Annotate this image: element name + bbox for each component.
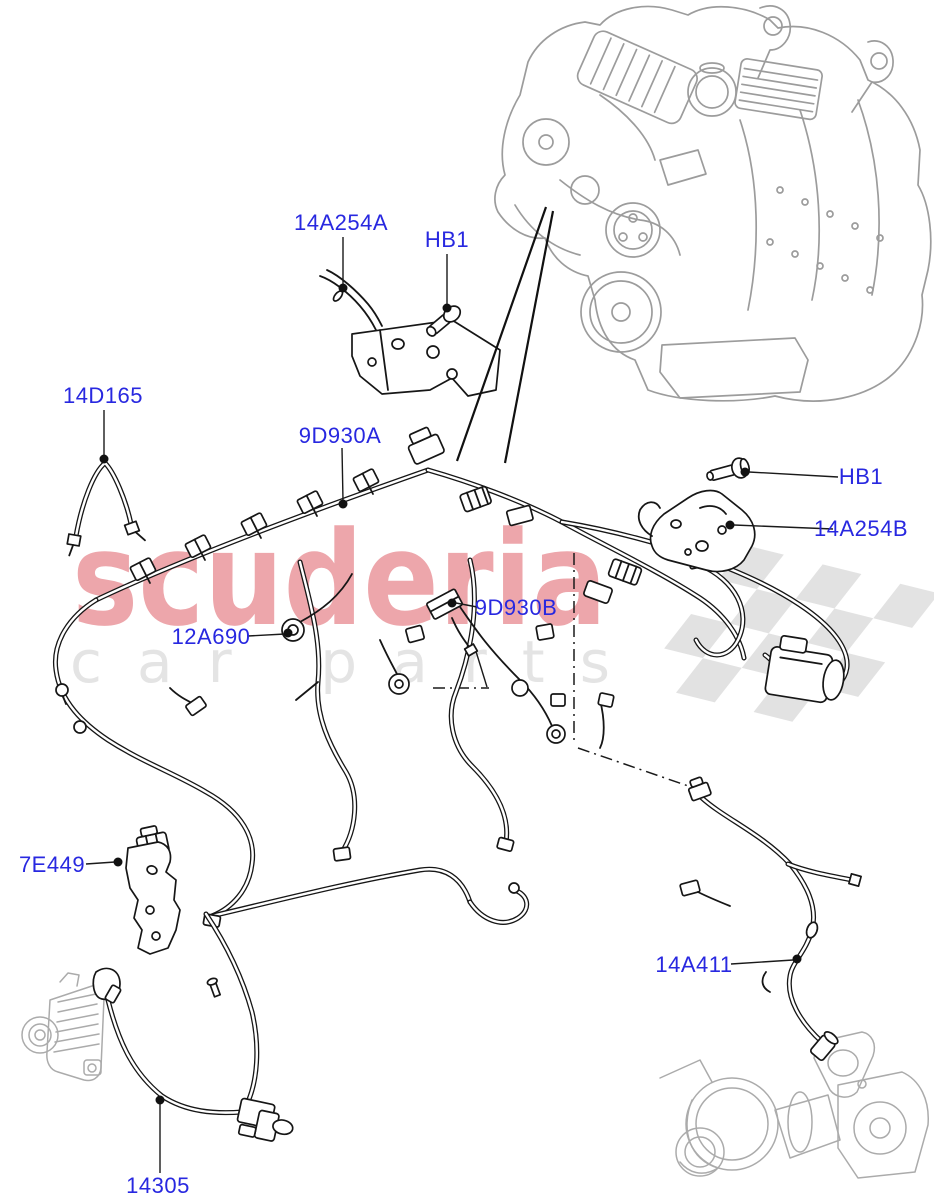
alternator-illustration: [21, 972, 105, 1082]
part-label-hb1-top[interactable]: HB1: [424, 227, 470, 252]
part-label-12a690[interactable]: 12A690: [171, 624, 251, 649]
part-label-14d165[interactable]: 14D165: [62, 383, 144, 408]
bracket-14a254b-drawing: [637, 489, 756, 573]
battery-terminal: [236, 1097, 294, 1142]
part-label-14a254a[interactable]: 14A254A: [293, 210, 389, 235]
engine-pointer-lines: [455, 206, 555, 464]
leader-lines: [85, 237, 839, 1173]
part-label-14305[interactable]: 14305: [126, 1173, 190, 1198]
watermark-brand-text: scuderia: [72, 503, 607, 655]
starter-connector-block: [764, 634, 845, 704]
harness-14d165-drawing: [66, 463, 146, 557]
part-label-14a411[interactable]: 14A411: [655, 952, 733, 977]
part-label-hb1-right[interactable]: HB1: [838, 464, 884, 489]
part-label-7e449[interactable]: 7E449: [18, 852, 86, 877]
part-label-9d930a[interactable]: 9D930A: [298, 423, 382, 448]
main-harness-drawing: [55, 426, 848, 928]
part-label-9d930b[interactable]: 9D930B: [474, 595, 558, 620]
watermark-sub-text: car parts: [70, 628, 610, 696]
harness-14a411-drawing: [679, 776, 862, 1062]
injector-connector: [129, 468, 380, 584]
part-label-14a254b[interactable]: 14A254B: [813, 516, 909, 541]
engine-illustration: [494, 5, 932, 402]
battery-cable-14305-drawing: [92, 914, 294, 1142]
bracket-7e449-drawing: [125, 825, 181, 955]
turbocharger-illustration: [659, 1031, 929, 1179]
